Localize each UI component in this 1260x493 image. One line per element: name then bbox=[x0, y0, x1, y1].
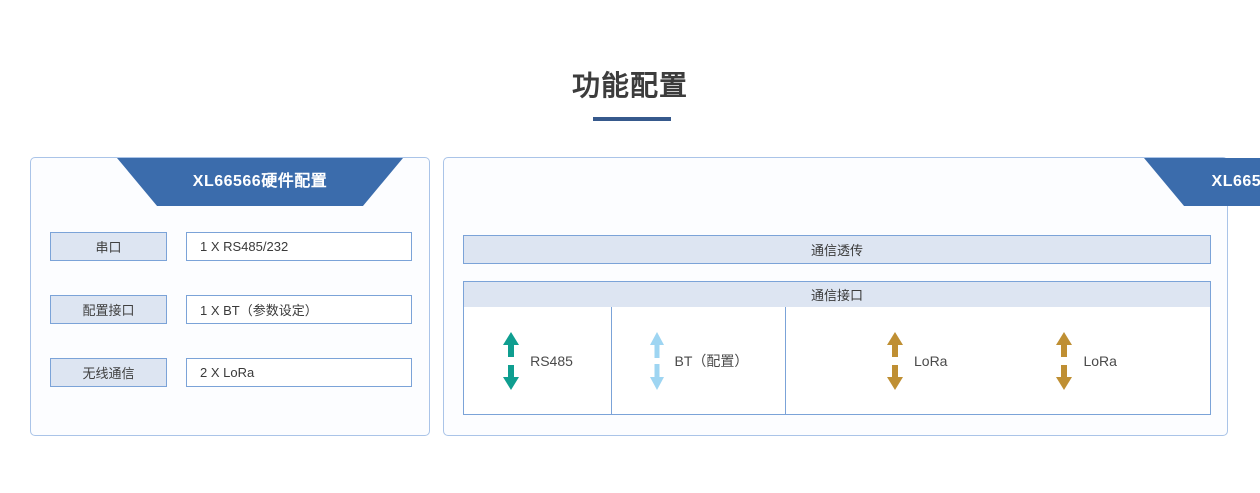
double-arrow-vertical-icon bbox=[502, 331, 520, 390]
interface-node-label: LoRa bbox=[914, 352, 948, 369]
config-row-wireless: 无线通信 2 X LoRa bbox=[50, 358, 412, 387]
title-underline-accent bbox=[593, 117, 671, 121]
config-row-value: 1 X RS485/232 bbox=[186, 232, 412, 261]
interface-cell-lora-group: LoRa LoRa bbox=[786, 307, 1210, 414]
double-arrow-vertical-icon bbox=[649, 331, 665, 390]
interface-node-label: RS485 bbox=[530, 352, 573, 369]
interface-cell-bt: BT（配置） bbox=[612, 307, 786, 414]
config-row-value: 1 X BT（参数设定） bbox=[186, 295, 412, 324]
config-row-value: 2 X LoRa bbox=[186, 358, 412, 387]
band-communication-interface: 通信接口 bbox=[463, 281, 1211, 308]
double-arrow-vertical-icon bbox=[886, 331, 904, 390]
config-row-config-interface: 配置接口 1 X BT（参数设定） bbox=[50, 295, 412, 324]
function-diagram-banner: XL66566功能示意图 bbox=[1144, 158, 1260, 206]
interface-cell-rs485: RS485 bbox=[464, 307, 612, 414]
hardware-config-panel: XL66566硬件配置 串口 1 X RS485/232 配置接口 1 X BT… bbox=[30, 157, 430, 436]
interface-grid: RS485 BT（配置） bbox=[463, 307, 1211, 415]
interface-node: LoRa bbox=[886, 331, 948, 390]
config-row-label: 串口 bbox=[50, 232, 167, 261]
function-diagram-panel: XL66566功能示意图 通信透传 通信接口 RS485 bbox=[443, 157, 1260, 436]
band-transparent-transmission: 通信透传 bbox=[463, 235, 1211, 264]
config-row-label: 无线通信 bbox=[50, 358, 167, 387]
hardware-config-banner: XL66566硬件配置 bbox=[117, 158, 403, 206]
config-row-serial: 串口 1 X RS485/232 bbox=[50, 232, 412, 261]
page-title: 功能配置 bbox=[571, 70, 688, 101]
interface-node: BT（配置） bbox=[649, 331, 749, 390]
config-row-label: 配置接口 bbox=[50, 295, 167, 324]
interface-node-label: BT（配置） bbox=[674, 352, 749, 369]
interface-node: RS485 bbox=[502, 331, 573, 390]
interface-node-label: LoRa bbox=[1083, 352, 1117, 369]
double-arrow-vertical-icon bbox=[1055, 331, 1073, 390]
interface-node: LoRa bbox=[1055, 331, 1117, 390]
